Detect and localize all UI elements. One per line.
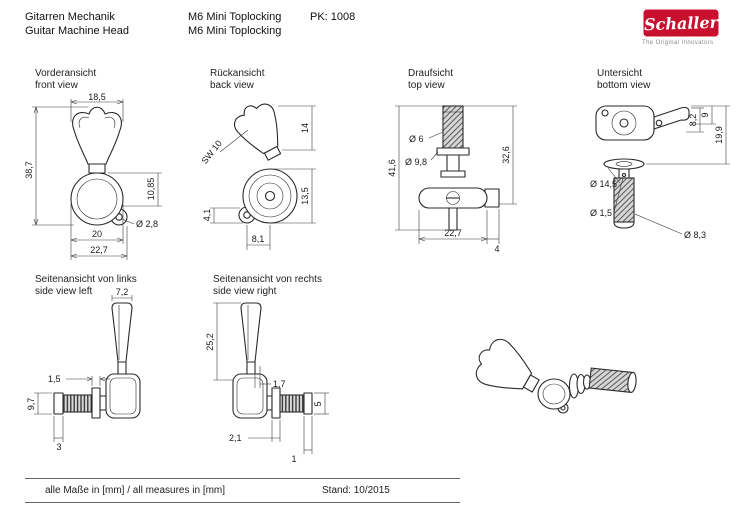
- view-label-side-right-de: Seitenansicht von rechts: [213, 274, 322, 285]
- dim-side-right-button-height: 25,2: [205, 333, 215, 351]
- view-label-front-en: front view: [35, 80, 78, 91]
- side-left-button-shape: [111, 302, 133, 375]
- side-right-housing-shape: [232, 373, 313, 419]
- dim-bottom-post-diameter: Ø 8,3: [684, 230, 706, 240]
- front-housing-shape: [70, 172, 128, 226]
- view-label-bottom-de: Untersicht: [597, 68, 643, 79]
- dim-top-button-width: 22,7: [444, 228, 462, 238]
- top-assembly-shape: [418, 105, 500, 231]
- top-dimensions: 41,6 32,6 Ø 6 Ø 9,8 22,7 4: [387, 105, 517, 254]
- dim-front-top-width: 18,5: [88, 92, 106, 102]
- dim-top-post-diameter: Ø 6: [409, 134, 424, 144]
- bottom-view-drawing: 8,2 9 19,9 Ø 14,5 Ø 1,5 Ø 8,3: [590, 105, 730, 240]
- back-view-drawing: SW 10 14 13,5 4,1 8,1: [199, 103, 316, 250]
- footer-rule-bottom: [25, 502, 460, 503]
- dim-back-housing-height: 13,5: [300, 187, 310, 205]
- pk-number: PK: 1008: [310, 11, 356, 23]
- dim-front-total-height: 38,7: [24, 161, 34, 179]
- brand-name: Schaller: [643, 12, 719, 34]
- dim-front-lower-height: 10,85: [146, 178, 156, 201]
- footer-revision: Stand: 10/2015: [322, 485, 390, 496]
- model-de: M6 Mini Toplocking: [188, 11, 282, 23]
- pictorial-assembly-shape: [475, 338, 637, 414]
- model-block: M6 Mini Toplocking M6 Mini Toplocking: [188, 10, 281, 38]
- side-right-button-shape: [240, 302, 262, 375]
- dim-back-ear-offset: 4,1: [202, 209, 212, 222]
- view-label-top-de: Draufsicht: [408, 68, 454, 79]
- model-en: M6 Mini Toplocking: [188, 25, 282, 37]
- brand-logo: Schaller The Original Innovators: [642, 8, 722, 46]
- dim-bottom-19-9: 19,9: [714, 126, 724, 144]
- dim-back-ear-x: 8,1: [252, 234, 265, 244]
- dim-top-upper-height: 32,6: [501, 146, 511, 164]
- dim-top-washer-diameter: Ø 9,8: [405, 157, 427, 167]
- title-de: Gitarren Mechanik: [25, 11, 115, 23]
- bottom-post-shape: [603, 158, 645, 229]
- view-label-side-left-en: side view left: [35, 286, 93, 297]
- back-button-shape: [234, 103, 282, 161]
- dim-bottom-pin-diameter: Ø 1,5: [590, 208, 612, 218]
- footer-measures-note: alle Maße in [mm] / all measures in [mm]: [45, 485, 226, 496]
- dim-side-right-cap-thickness: 1: [291, 454, 296, 464]
- dim-front-ear-hole: Ø 2,8: [136, 219, 158, 229]
- front-button-shape: [72, 106, 122, 174]
- side-right-dimensions: 25,2 1,7 5 2,1 1: [205, 302, 329, 464]
- side-left-housing-shape: [53, 373, 141, 419]
- top-view-drawing: 41,6 32,6 Ø 6 Ø 9,8 22,7 4: [387, 105, 517, 254]
- view-label-side-left-de: Seitenansicht von links: [35, 274, 137, 285]
- dim-side-right-tip: 1,7: [273, 379, 286, 389]
- title-block: Gitarren Mechanik Guitar Machine Head: [25, 10, 129, 38]
- dim-side-left-cap: 3: [56, 442, 61, 452]
- dim-top-total-height: 41,6: [387, 159, 397, 177]
- side-right-view-drawing: 25,2 1,7 5 2,1 1: [205, 302, 329, 464]
- dim-bottom-8-2: 8,2: [688, 114, 698, 127]
- dim-bottom-9: 9: [700, 112, 710, 117]
- dim-side-right-flange: 2,1: [229, 433, 242, 443]
- front-dimensions: 18,5 38,7 10,85 Ø 2,8 20 22,7: [24, 92, 162, 260]
- dim-side-left-button-top: 7,2: [116, 287, 129, 297]
- view-label-back-de: Rückansicht: [210, 68, 265, 79]
- dim-bottom-washer-diameter: Ø 14,5: [590, 179, 617, 189]
- view-label-front-de: Vorderansicht: [35, 68, 97, 79]
- title-en: Guitar Machine Head: [25, 25, 129, 37]
- view-label-back-en: back view: [210, 80, 254, 91]
- footer-rule-top: [25, 478, 460, 479]
- side-left-dimensions: 7,2 1,5 9,7 3: [26, 287, 133, 452]
- dim-front-housing-width: 20: [92, 229, 102, 239]
- dim-side-left-flange: 1,5: [48, 374, 61, 384]
- view-label-top-en: top view: [408, 80, 445, 91]
- dim-side-right-cap-height: 5: [313, 401, 323, 406]
- view-label-front: Vorderansicht front view: [35, 68, 96, 92]
- schaller-logo-box: Schaller: [642, 8, 720, 38]
- front-view-drawing: 18,5 38,7 10,85 Ø 2,8 20 22,7: [24, 92, 162, 260]
- view-label-top: Draufsicht top view: [408, 68, 453, 92]
- pictorial-view-drawing: [475, 338, 637, 414]
- dim-front-total-width: 22,7: [90, 245, 108, 255]
- view-label-side-left: Seitenansicht von links side view left: [35, 274, 137, 298]
- view-label-side-right: Seitenansicht von rechts side view right: [213, 274, 322, 298]
- view-label-back: Rückansicht back view: [210, 68, 264, 92]
- bottom-housing-shape: [595, 105, 690, 141]
- view-label-bottom: Untersicht bottom view: [597, 68, 650, 92]
- brand-tagline: The Original Innovators: [642, 40, 714, 46]
- dim-side-left-bushing: 9,7: [26, 398, 36, 411]
- dim-back-button-height: 14: [300, 123, 310, 133]
- view-label-side-right-en: side view right: [213, 286, 277, 297]
- side-left-view-drawing: 7,2 1,5 9,7 3: [26, 287, 141, 452]
- bottom-dimensions: 8,2 9 19,9 Ø 14,5 Ø 1,5 Ø 8,3: [590, 105, 730, 240]
- dim-top-tab: 4: [494, 244, 499, 254]
- view-label-bottom-en: bottom view: [597, 80, 651, 91]
- back-housing-shape: [238, 168, 298, 224]
